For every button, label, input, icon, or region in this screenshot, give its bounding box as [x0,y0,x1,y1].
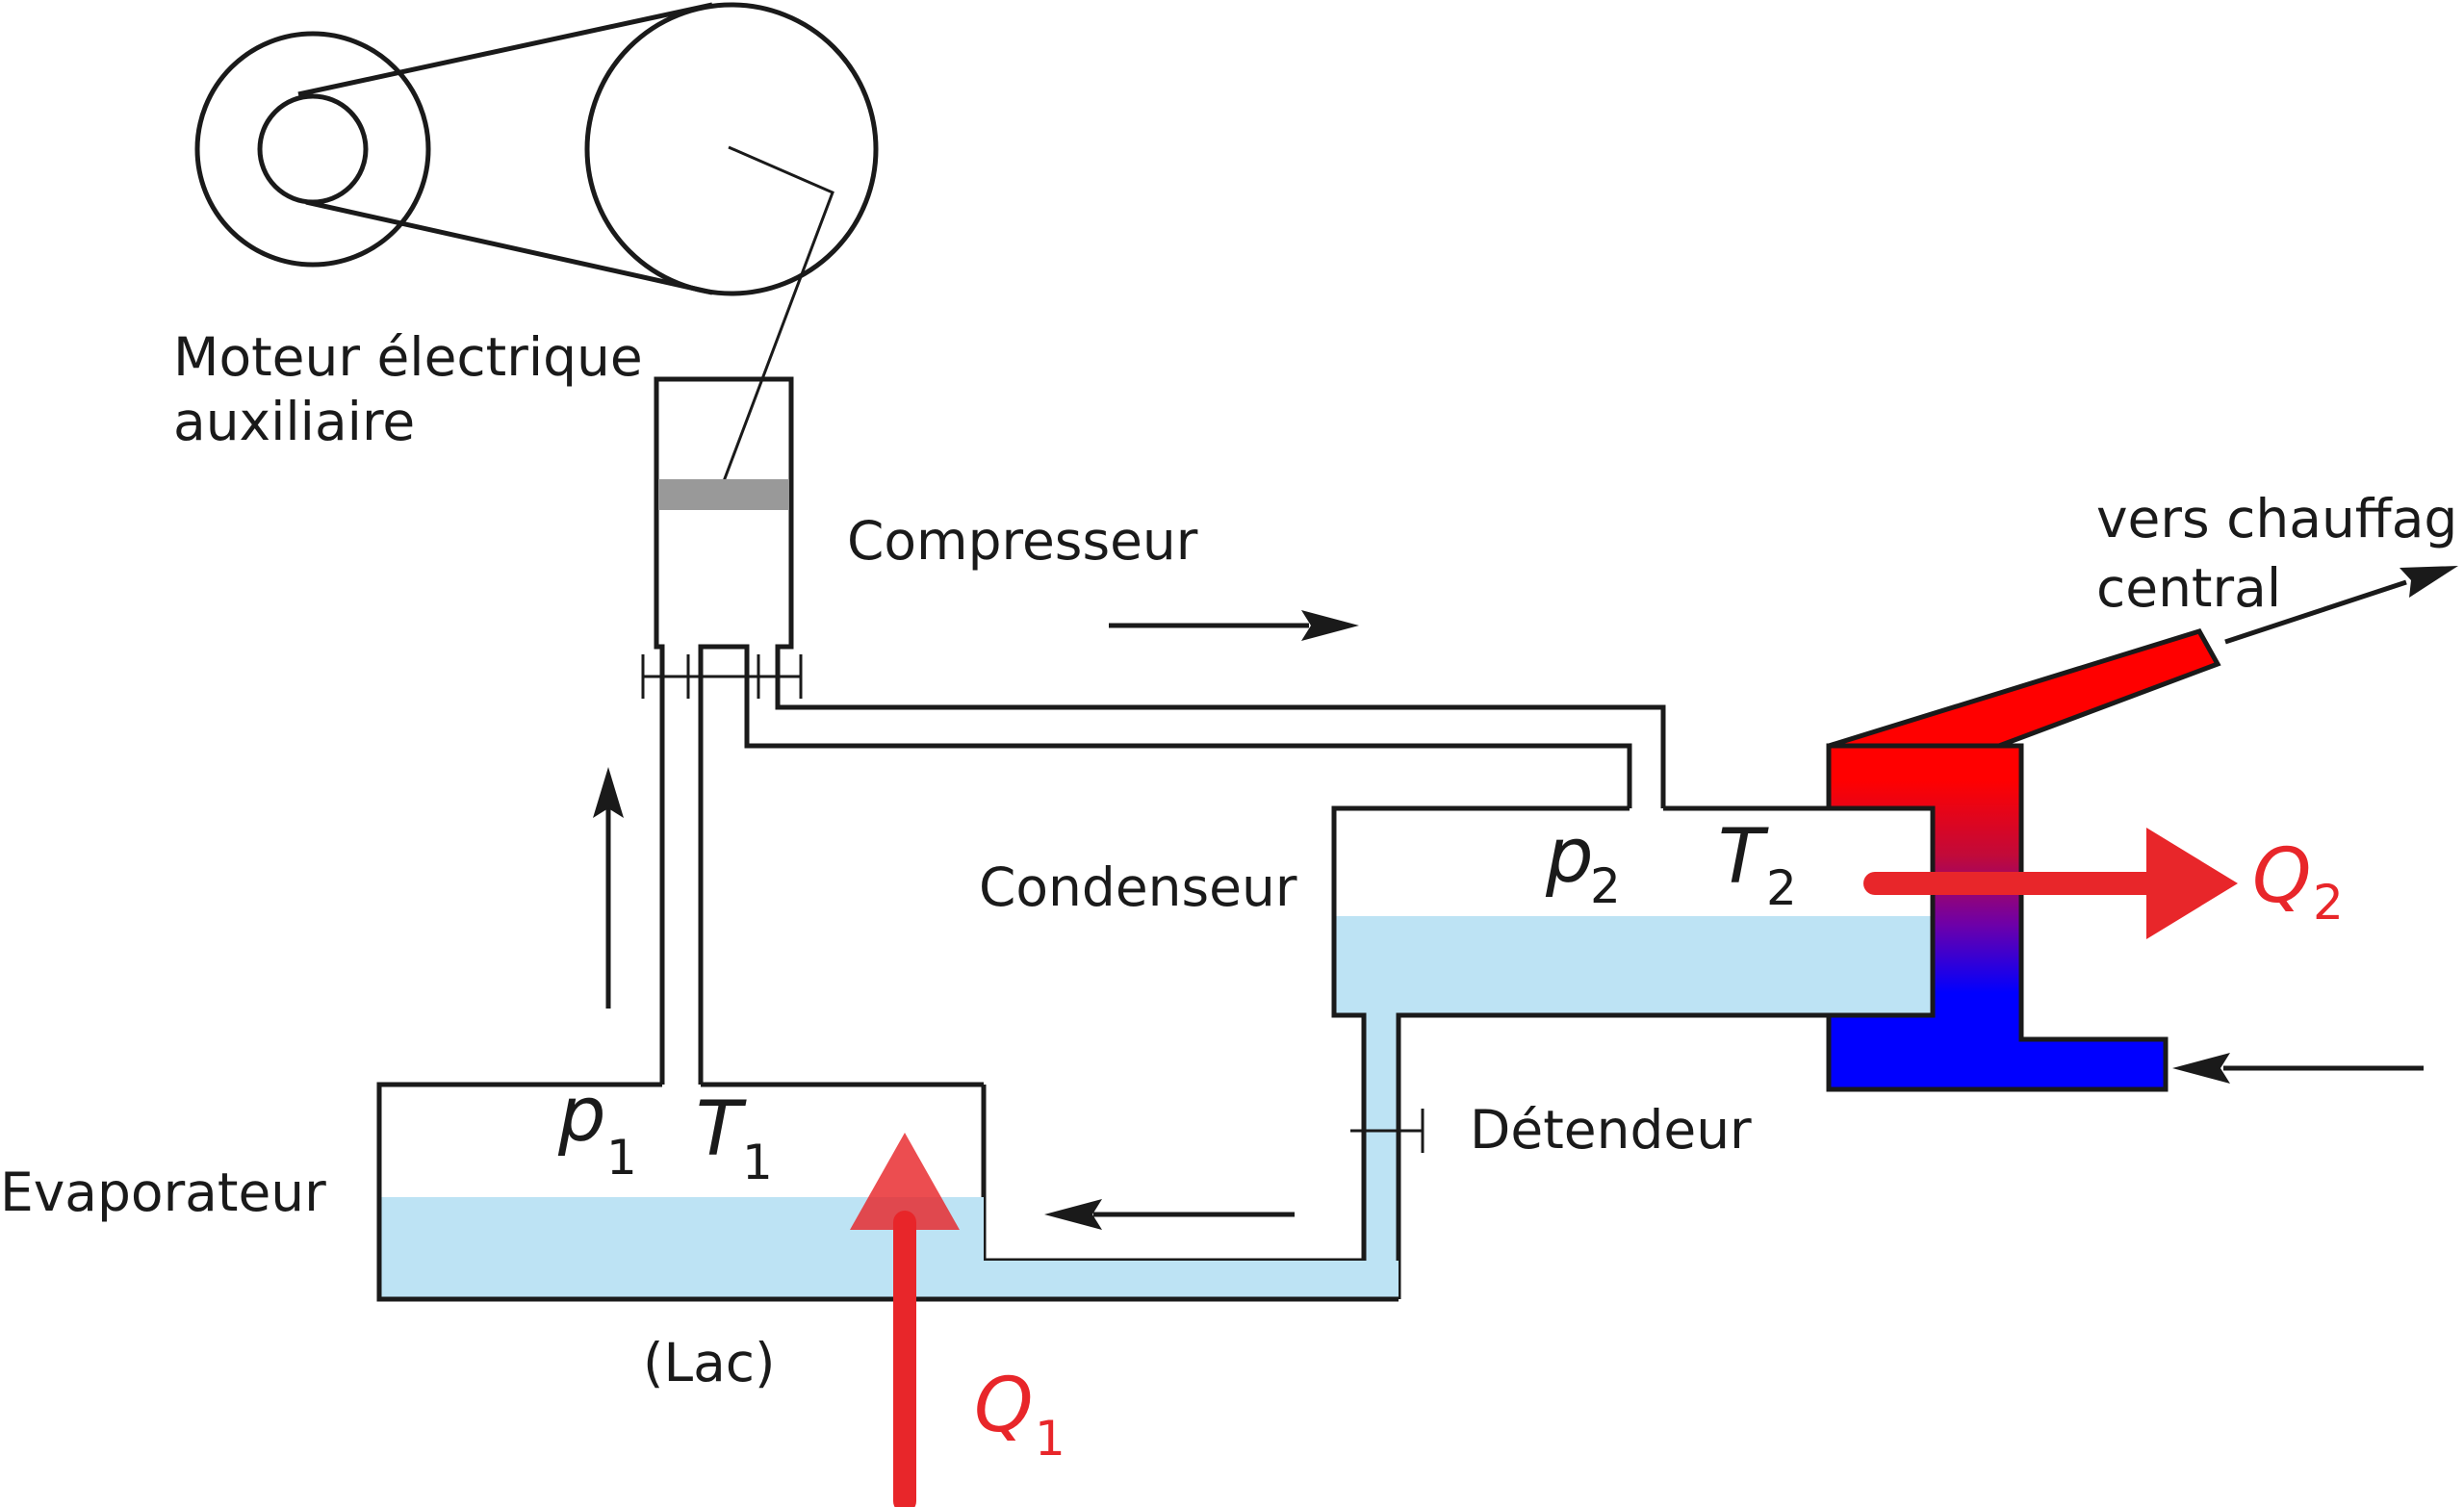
svg-text:1: 1 [742,1135,773,1190]
evap-channel-liquid [984,1261,1399,1299]
symbol-Q2: Q 2 [2252,833,2344,931]
symbol-T2: T 2 [1718,814,1797,916]
svg-text:2: 2 [1766,860,1797,916]
crank-rod [722,145,834,482]
flywheel [584,2,879,296]
condenser-liquid [1334,916,1933,1014]
symbol-p2: p 2 [1545,813,1621,914]
belt-top [297,2,713,97]
expander-label: Détendeur [1470,1099,1752,1161]
svg-text:p: p [557,1072,606,1159]
lake-label: (Lac) [643,1332,776,1393]
symbol-p1: p 1 [557,1072,637,1186]
heating-label-line2: central [2096,557,2281,619]
heating-label-line1: vers chauffag [2096,488,2457,549]
svg-text:2: 2 [2313,875,2344,931]
heat-exchanger-body [1826,743,2169,1092]
svg-text:p: p [1545,813,1594,900]
expansion-valve [1350,1109,1424,1153]
heat-arrows [850,828,2238,1507]
q1-arrow-head [850,1133,960,1230]
svg-text:2: 2 [1590,858,1621,914]
svg-text:Q: Q [2252,833,2311,920]
piston [658,479,789,510]
evaporator-outline [376,1082,1399,1302]
svg-text:1: 1 [606,1130,637,1186]
symbol-Q1: Q 1 [974,1363,1065,1467]
expander-pipe-liquid [1364,1012,1399,1299]
svg-text:T: T [1718,814,1769,901]
svg-text:Q: Q [974,1363,1033,1449]
svg-text:1: 1 [1035,1411,1065,1467]
q2-arrow-head [2146,828,2238,939]
compressor [641,376,1666,1085]
cylinder-outline [654,376,1666,1085]
motor-pulley [194,31,431,268]
motor-label-line2: auxiliaire [173,391,415,452]
condenser-label: Condenseur [979,856,1297,918]
symbol-T1: T 1 [696,1086,773,1190]
flow-arrows [593,566,2458,1230]
motor [194,2,879,482]
belt-bottom [305,199,713,295]
heating-outlet-pipe [1828,628,2221,749]
heating-supply-arrow [2224,579,2407,645]
svg-text:T: T [696,1086,747,1173]
cylinder-inner-pipe [698,644,1632,1085]
heat-exchanger [1826,628,2221,1092]
valves [641,654,803,699]
motor-label-line1: Moteur électrique [173,326,643,388]
motor-shaft [257,93,369,205]
compressor-label: Compresseur [847,510,1198,572]
evaporator-label: Evaporateur [0,1162,326,1223]
